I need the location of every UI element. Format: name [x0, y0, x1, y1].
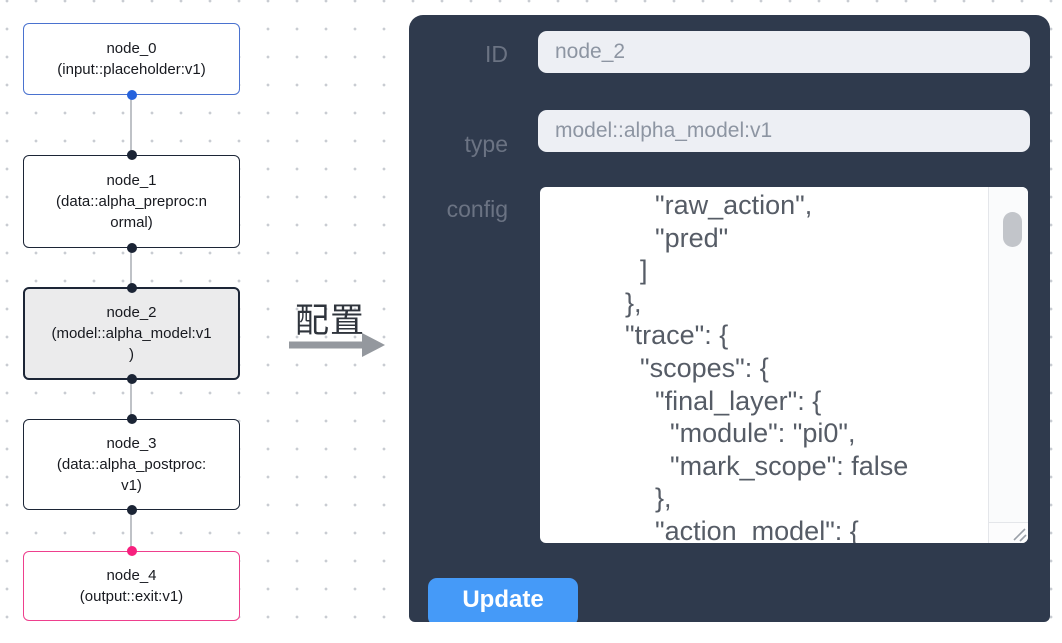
- id-field-label: ID: [485, 41, 508, 67]
- output-port[interactable]: [126, 505, 137, 515]
- input-port[interactable]: [126, 283, 137, 293]
- input-port[interactable]: [126, 546, 137, 556]
- config-scrollbar-corner: [988, 522, 1028, 543]
- config-field-label: config: [446, 196, 508, 222]
- node-subtitle: (model::alpha_model:v1: [51, 325, 212, 342]
- output-port[interactable]: [126, 243, 137, 253]
- node-subtitle: ): [129, 346, 134, 363]
- input-port[interactable]: [126, 150, 137, 160]
- flow-node-node_0[interactable]: node_0 (input::placeholder:v1): [23, 23, 240, 100]
- node-title: node_1: [106, 172, 157, 189]
- edge-node0-node1: [130, 95, 132, 155]
- resize-handle-icon[interactable]: [1010, 525, 1027, 542]
- id-input[interactable]: [538, 31, 1030, 73]
- node-subtitle: ormal): [110, 214, 153, 231]
- flow-node-node_2-selected[interactable]: node_2 (model::alpha_model:v1 ): [23, 283, 240, 384]
- config-scrollbar-thumb[interactable]: [1003, 212, 1022, 247]
- flow-node-node_1[interactable]: node_1 (data::alpha_preproc:n ormal): [23, 150, 240, 253]
- config-json-text[interactable]: "raw_action", "pred" ] }, "trace": { "sc…: [625, 190, 909, 543]
- node-title: node_3: [106, 435, 157, 452]
- output-port[interactable]: [126, 374, 137, 384]
- update-button[interactable]: Update: [428, 578, 578, 622]
- node-subtitle: (input::placeholder:v1): [57, 61, 206, 78]
- edge-node2-node3: [130, 380, 132, 419]
- type-input[interactable]: [538, 110, 1030, 152]
- node-subtitle: v1): [121, 477, 142, 494]
- config-scrollbar-track[interactable]: [988, 187, 1028, 522]
- right-arrow-icon: [289, 333, 385, 357]
- config-annotation-label: 配置: [295, 302, 365, 340]
- output-port[interactable]: [126, 90, 137, 100]
- node-subtitle: (data::alpha_preproc:n: [56, 193, 207, 210]
- node-subtitle: (output::exit:v1): [79, 588, 184, 605]
- node-title: node_2: [106, 304, 157, 321]
- edge-node1-node2: [130, 248, 132, 287]
- flow-node-node_3[interactable]: node_3 (data::alpha_postproc: v1): [23, 414, 240, 515]
- input-port[interactable]: [126, 414, 137, 424]
- node-subtitle: (data::alpha_postproc:: [56, 456, 207, 473]
- config-textarea[interactable]: "raw_action", "pred" ] }, "trace": { "sc…: [540, 187, 1028, 543]
- node-config-panel: ID type config "raw_action", "pred" ] },…: [409, 15, 1050, 622]
- node-title: node_0: [106, 40, 157, 57]
- flow-node-node_4[interactable]: node_4 (output::exit:v1): [23, 546, 240, 621]
- edge-node3-node4: [130, 510, 132, 551]
- node-title: node_4: [106, 567, 157, 584]
- type-field-label: type: [464, 131, 508, 157]
